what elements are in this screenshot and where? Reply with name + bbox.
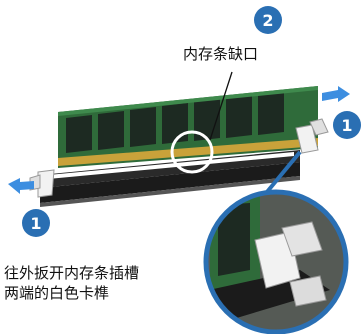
release-instruction-line1: 往外扳开内存条插槽 bbox=[4, 264, 140, 282]
zoom-memory-chip bbox=[218, 203, 250, 276]
slot-body bbox=[40, 162, 300, 203]
memory-chip bbox=[258, 92, 284, 135]
right-clip-lever bbox=[309, 118, 329, 136]
zoom-clip-lever bbox=[281, 221, 323, 257]
module-top-edge bbox=[58, 86, 318, 116]
memory-chip bbox=[98, 111, 124, 150]
step-badge-right: 1 bbox=[333, 111, 361, 139]
arrow-right-icon bbox=[322, 86, 350, 102]
svg-text:1: 1 bbox=[30, 214, 41, 233]
memory-chip bbox=[226, 95, 252, 138]
notch-label: 内存条缺口 bbox=[183, 45, 259, 63]
slot-key-highlight bbox=[48, 152, 294, 179]
svg-text:2: 2 bbox=[262, 11, 273, 30]
release-instruction-line2: 两端的白色卡榫 bbox=[4, 284, 110, 302]
release-instruction: 往外扳开内存条插槽 两端的白色卡榫 bbox=[4, 263, 139, 303]
memory-chip bbox=[66, 115, 92, 153]
step-badge-left: 1 bbox=[22, 209, 50, 237]
zoom-border bbox=[203, 189, 349, 334]
memory-module bbox=[58, 86, 318, 168]
memory-chip bbox=[162, 103, 188, 144]
zoom-clip-tab bbox=[289, 275, 327, 307]
notch-leader-line bbox=[209, 71, 233, 141]
notch-highlight-circle bbox=[170, 130, 214, 174]
memory-chips bbox=[66, 92, 284, 153]
step-badge-top: 2 bbox=[254, 6, 282, 34]
arrow-left-icon bbox=[8, 178, 34, 194]
right-clip-body bbox=[295, 124, 319, 154]
magnifier-circle-icon bbox=[203, 189, 349, 334]
svg-text:1: 1 bbox=[341, 116, 352, 135]
slot-base bbox=[40, 176, 300, 207]
dimm-slot bbox=[40, 150, 300, 207]
memory-chip bbox=[130, 107, 156, 147]
module-contacts bbox=[58, 138, 318, 166]
right-retaining-clip bbox=[295, 118, 329, 154]
